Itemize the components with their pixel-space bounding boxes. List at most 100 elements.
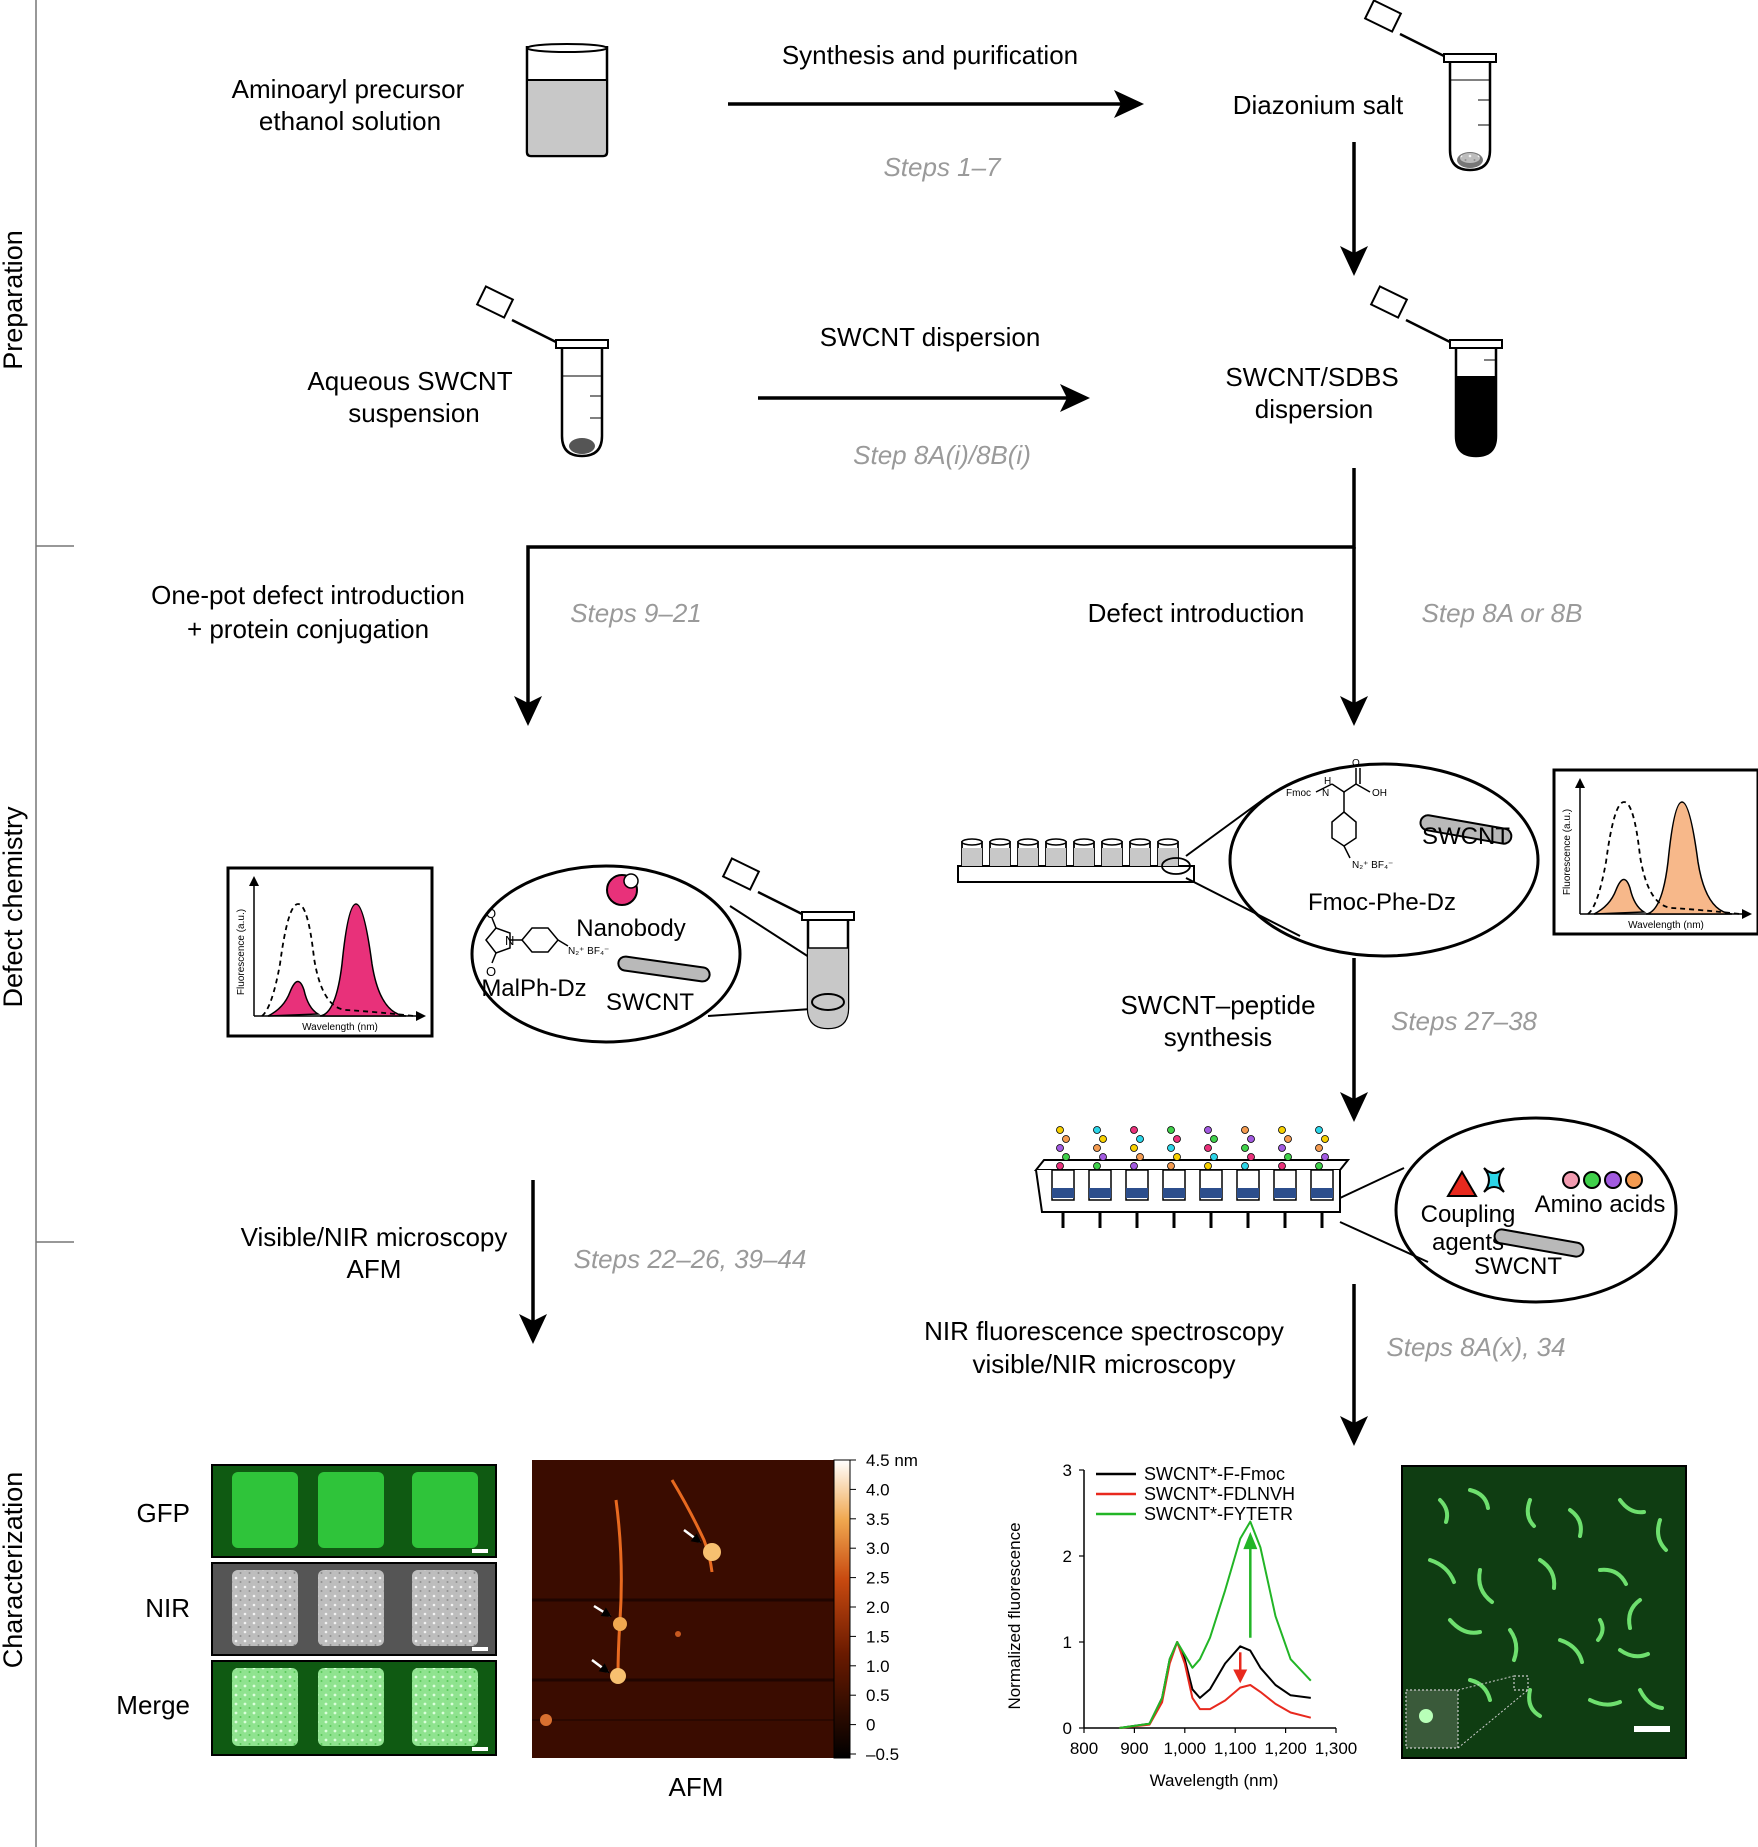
malph-o1: O — [486, 906, 496, 921]
filter-well — [1310, 1126, 1334, 1228]
onepot-label-line1: One-pot defect introduction — [151, 580, 465, 610]
precursor-label-line1: Aminoaryl precursor — [232, 74, 465, 104]
onepot-steps: Steps 9–21 — [570, 598, 702, 628]
chart-xtick-label: 1,300 — [1315, 1739, 1358, 1758]
nir-panel — [211, 1562, 497, 1656]
malph-n2: N₂⁺ BF₄⁻ — [568, 946, 609, 957]
tube-aqueous-icon — [475, 285, 609, 458]
nanobody-label: Nanobody — [576, 915, 685, 942]
dispersion-label-line2: dispersion — [1255, 394, 1374, 424]
afm-caption: AFM — [669, 1772, 724, 1802]
section-ruler: Preparation Defect chemistry Characteriz… — [0, 0, 74, 1847]
nirfs-steps: Steps 8A(x), 34 — [1386, 1332, 1565, 1362]
dispersion-steps: Step 8A(i)/8B(i) — [853, 440, 1031, 470]
colorbar-tick-label: 0.5 — [866, 1686, 890, 1705]
peptide-steps: Steps 27–38 — [1391, 1006, 1538, 1036]
fmoc-oh: OH — [1372, 788, 1387, 799]
colorbar-tick-label: 1.5 — [866, 1627, 890, 1646]
filter-well — [1125, 1126, 1149, 1228]
fluorescence-spectrum-chart: Normalized fluorescence Wavelength (nm) … — [1005, 1461, 1357, 1790]
dispersion-arrow-label: SWCNT dispersion — [820, 322, 1041, 352]
defect-steps: Step 8A or 8B — [1422, 598, 1583, 628]
plate-well — [1101, 838, 1123, 867]
mini-spectrum-pink: Wavelength (nm) Fluorescence (a.u.) — [226, 866, 434, 1038]
chart-ytick-label: 2 — [1063, 1547, 1072, 1566]
nirfs-label-line2: visible/NIR microscopy — [973, 1349, 1236, 1379]
malph-label: MalPh-Dz — [481, 975, 586, 1002]
plate-well — [961, 838, 983, 867]
tube-diazonium-icon — [1363, 0, 1497, 172]
chart-legend-label: SWCNT*-F-Fmoc — [1144, 1464, 1285, 1484]
plate-well — [1073, 838, 1095, 867]
filter-plate-icon — [1033, 1126, 1351, 1228]
chart-series-line — [1119, 1641, 1312, 1729]
chart-ytick-label: 1 — [1063, 1633, 1072, 1652]
chart-series-line — [1119, 1641, 1311, 1729]
gfp-panel — [211, 1464, 497, 1558]
chart-ytick-label: 0 — [1063, 1719, 1072, 1738]
fmoc-nh-h: H — [1324, 776, 1331, 787]
micro-label-line1: Visible/NIR microscopy — [241, 1222, 508, 1252]
plate-well — [1129, 838, 1151, 867]
filter-well — [1273, 1126, 1297, 1228]
colorbar-tick-label: 2.0 — [866, 1598, 890, 1617]
callout-fmoc: Fmoc H N O OH N₂⁺ BF₄⁻ SWCNT Fmoc-Phe-Dz — [1185, 758, 1540, 958]
amino-acids-label: Amino acids — [1535, 1191, 1666, 1218]
chart-legend-label: SWCNT*-FYTETR — [1144, 1504, 1293, 1524]
nirfs-label-line1: NIR fluorescence spectroscopy — [924, 1316, 1284, 1346]
fmoc-text: Fmoc — [1286, 788, 1311, 799]
fmoc-phe-structure — [1315, 768, 1371, 859]
coupling-label-line1: Coupling — [1421, 1201, 1516, 1228]
chart-ylabel: Normalized fluorescence — [1005, 1522, 1024, 1709]
afm-image: 4.5 nm4.03.53.02.52.01.51.00.50–0.5 AFM — [532, 1451, 918, 1802]
swcnt-label-coupling: SWCNT — [1474, 1253, 1562, 1280]
tube-onepot-icon — [721, 857, 855, 1030]
aqueous-label-line2: suspension — [348, 398, 480, 428]
section-defect-chemistry: Defect chemistry — [0, 806, 28, 1008]
chart-ytick-label: 3 — [1063, 1461, 1072, 1480]
diazonium-label: Diazonium salt — [1233, 90, 1404, 120]
chart-xtick-label: 1,100 — [1214, 1739, 1257, 1758]
peptide-label-line2: synthesis — [1164, 1022, 1272, 1052]
mini-spectrum-pink-ylabel: Fluorescence (a.u.) — [236, 909, 247, 995]
chart-xtick-label: 1,200 — [1264, 1739, 1307, 1758]
mini-spectrum-peach-ylabel: Fluorescence (a.u.) — [1562, 809, 1573, 895]
micro-steps: Steps 22–26, 39–44 — [574, 1244, 807, 1274]
colorbar-tick-label: 0 — [866, 1716, 875, 1735]
coupling-label-line2: agents — [1432, 1229, 1504, 1256]
plate-well — [1045, 838, 1067, 867]
nir-microscopy-image — [1401, 1465, 1687, 1759]
filter-well — [1236, 1126, 1260, 1228]
fmoc-n: N — [1322, 788, 1329, 799]
fmoc-phe-label: Fmoc-Phe-Dz — [1308, 889, 1456, 916]
defect-label: Defect introduction — [1088, 598, 1305, 628]
chart-xtick-label: 800 — [1070, 1739, 1098, 1758]
onepot-label-line2: + protein conjugation — [187, 614, 429, 644]
malph-n: N — [505, 933, 514, 948]
well-plate-icon — [957, 838, 1195, 883]
colorbar-tick-label: –0.5 — [866, 1745, 899, 1764]
callout-nanobody: Nanobody O O N N₂⁺ BF₄⁻ MalPh-Dz SWCNT — [470, 864, 827, 1044]
nir-label: NIR — [145, 1593, 190, 1623]
precursor-label-line2: ethanol solution — [259, 106, 441, 136]
swcnt-label-right: SWCNT — [1422, 823, 1510, 850]
micro-label-line2: AFM — [347, 1254, 402, 1284]
mini-spectrum-peach-xlabel: Wavelength (nm) — [1628, 920, 1704, 931]
chart-xtick-label: 900 — [1120, 1739, 1148, 1758]
mini-spectrum-pink-xlabel: Wavelength (nm) — [302, 1022, 378, 1033]
plate-well — [989, 838, 1011, 867]
dispersion-label-line1: SWCNT/SDBS — [1225, 362, 1398, 392]
chart-xtick-label: 1,000 — [1164, 1739, 1207, 1758]
colorbar-tick-label: 4.0 — [866, 1480, 890, 1499]
filter-well — [1199, 1126, 1223, 1228]
swcnt-label-left: SWCNT — [606, 989, 694, 1016]
chart-decrease-arrowhead — [1233, 1669, 1248, 1684]
plate-well — [1017, 838, 1039, 867]
fmoc-n2: N₂⁺ BF₄⁻ — [1352, 860, 1393, 871]
filter-well — [1088, 1126, 1112, 1228]
beaker-icon — [525, 43, 609, 158]
peptide-label-line1: SWCNT–peptide — [1120, 990, 1315, 1020]
gfp-label: GFP — [137, 1498, 190, 1528]
tube-dispersion-icon — [1369, 285, 1503, 458]
